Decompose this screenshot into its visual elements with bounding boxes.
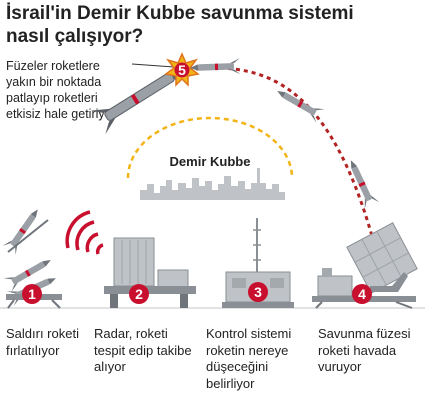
interceptor-trajectory — [195, 66, 374, 237]
dome-arc — [126, 116, 294, 179]
page-title: İsrail'in Demir Kubbe savunma sistemi na… — [6, 3, 354, 47]
step-3-badge — [248, 282, 268, 302]
explosion-icon: 5 — [164, 52, 200, 87]
step-5-badge — [174, 62, 190, 78]
step-4-badge — [352, 284, 372, 304]
dome-label: Demir Kubbe — [170, 154, 251, 169]
step-3-number: 3 — [254, 284, 262, 300]
step-2-badge — [129, 284, 149, 304]
callout-pointer-line — [131, 63, 175, 68]
step-4-number: 4 — [358, 286, 366, 302]
step-4-label: Savunma füzesi roketi havada vuruyor — [318, 326, 411, 374]
interception-callout: Füzeler roketlere yakın bir noktada patl… — [6, 59, 116, 121]
radar-unit-icon — [104, 237, 196, 308]
step-2-label: Radar, roketi tespit edip takibe alıyor — [94, 326, 192, 374]
step-2-number: 2 — [135, 286, 143, 302]
city-skyline — [140, 168, 285, 200]
step-1-badge — [22, 284, 42, 304]
step-3-label: Kontrol sistemi roketin nereye düşeceğin… — [206, 326, 292, 391]
step-1-label: Saldırı roketi fırlatılıyor — [6, 326, 79, 358]
step-1-number: 1 — [28, 286, 36, 302]
step-5-number: 5 — [178, 62, 186, 78]
radar-waves-icon — [65, 210, 104, 255]
